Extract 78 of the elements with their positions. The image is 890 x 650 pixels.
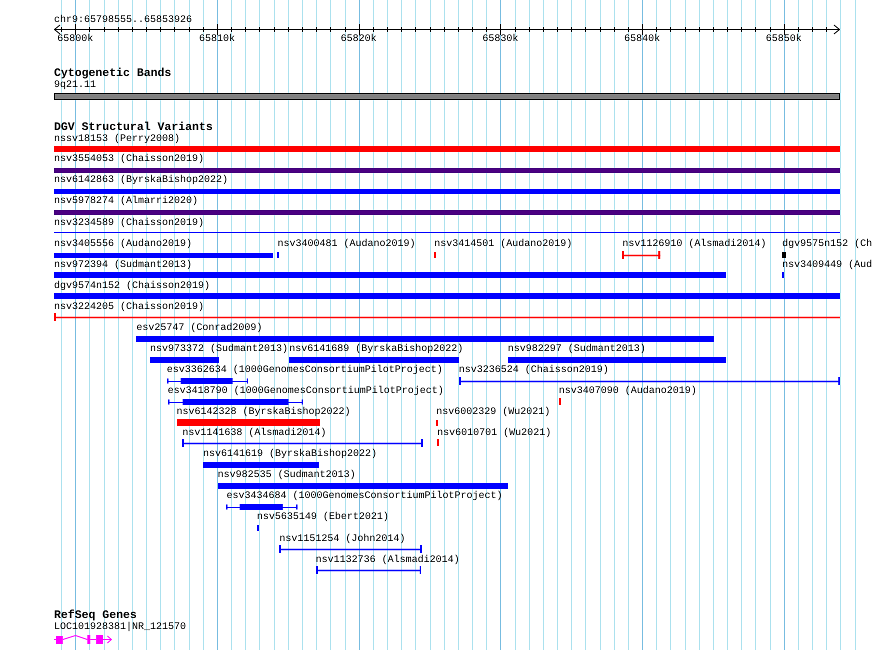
- track-heading: Cytogenetic Bands: [54, 68, 172, 80]
- variant-label: nsv1141638 (Alsmadi2014): [182, 428, 326, 440]
- variant-bar: [166, 377, 248, 385]
- variant-bar: [54, 146, 840, 152]
- variant-bar: [434, 252, 436, 258]
- variant-bar: [54, 168, 840, 173]
- variant-label: nssv18153 (Perry2008): [54, 134, 180, 146]
- variant-label: nsv3236524 (Chaisson2019): [458, 365, 609, 377]
- variant-label: nsv3400481 (Audano2019): [277, 239, 416, 251]
- variant-bar: [782, 272, 784, 278]
- variant-bar: [150, 357, 219, 363]
- variant-bar: [54, 253, 273, 258]
- variant-line: [279, 545, 422, 553]
- axis-tick-label: 65840k: [624, 34, 660, 46]
- variant-line: [316, 566, 422, 574]
- axis-tick-label: 65810k: [198, 34, 235, 46]
- variant-label: nsv1151254 (John2014): [279, 534, 406, 546]
- variant-label: nsv3224205 (Chaisson2019): [54, 302, 204, 314]
- variant-bar: [54, 272, 726, 278]
- variant-bar: [226, 503, 298, 511]
- variant-label: dgv9575n152 (Ch: [782, 239, 872, 251]
- variant-label: nsv982535 (Sudmant2013): [218, 470, 356, 482]
- variant-label: esv3418790 (1000GenomesConsortiumPilotProject): [168, 386, 444, 398]
- gene-label: LOC101928381|NR_121570: [54, 622, 186, 634]
- variant-bar: [54, 293, 840, 299]
- variant-label: nsv3405556 (Audano2019): [54, 239, 192, 251]
- variant-bar: [54, 189, 840, 194]
- variant-label: nsv3234589 (Chaisson2019): [54, 218, 204, 230]
- region-title: chr9:65798555..65853926: [54, 15, 192, 27]
- variant-label: nsv972394 (Sudmant2013): [54, 260, 192, 272]
- variant-label: nsv6010701 (Wu2021): [437, 428, 552, 440]
- variant-label: nsv3409449 (Aud: [782, 260, 872, 272]
- variant-bar: [218, 483, 508, 489]
- track-heading: RefSeq Genes: [54, 610, 137, 622]
- axis-tick-label: 65850k: [766, 34, 802, 46]
- variant-bar: [277, 252, 280, 258]
- variant-label: nsv6141619 (ByrskaBishop2022): [202, 449, 377, 461]
- variant-bar: [256, 525, 259, 531]
- variant-bar: [168, 398, 303, 406]
- variant-bar: [202, 462, 319, 468]
- variant-label: nsv3414501 (Audano2019): [434, 239, 572, 251]
- gene-model-drawing: [54, 633, 112, 645]
- variant-label: nsv982297 (Sudmant2013): [508, 344, 646, 356]
- variant-line: [54, 232, 840, 233]
- variant-label: nsv1132736 (Alsmadi2014): [316, 555, 460, 567]
- variant-line: [622, 251, 661, 259]
- variant-label: nsv3407090 (Audano2019): [558, 386, 697, 398]
- variant-bar: [136, 336, 714, 342]
- track-heading: DGV Structural Variants: [54, 122, 213, 134]
- axis-tick-label: 65800k: [57, 34, 94, 46]
- variant-line: [458, 377, 840, 385]
- variant-label: esv3362634 (1000GenomesConsortiumPilotProject): [166, 365, 443, 377]
- variant-label: nsv5978274 (Almarri2020): [54, 196, 198, 208]
- variant-label: nsv6142863 (ByrskaBishop2022): [54, 175, 228, 187]
- axis-tick-label: 65820k: [340, 34, 377, 46]
- band-label: 9q21.11: [54, 80, 96, 92]
- variant-label: esv3434684 (1000GenomesConsortiumPilotProject): [226, 491, 503, 503]
- cytoband-bar: [54, 93, 840, 100]
- axis-tick-label: 65830k: [482, 34, 518, 46]
- variant-line: [54, 313, 840, 321]
- variant-label: esv25747 (Conrad2009): [136, 323, 262, 335]
- variant-line: [182, 439, 424, 447]
- variant-bar: [508, 357, 726, 363]
- variant-bar: [54, 210, 840, 215]
- variant-label: nsv973372 (Sudmant2013): [150, 344, 288, 356]
- variant-bar: [436, 420, 438, 426]
- variant-label: nsv6141689 (ByrskaBishop2022): [289, 344, 464, 356]
- variant-bar: [176, 419, 320, 426]
- variant-label: nsv6142328 (ByrskaBishop2022): [176, 407, 351, 419]
- variant-label: dgv9574n152 (Chaisson2019): [54, 281, 210, 293]
- variant-bar: [558, 398, 561, 405]
- variant-label: nsv1126910 (Alsmadi2014): [622, 239, 766, 251]
- variant-label: nsv6002329 (Wu2021): [436, 407, 550, 419]
- variant-label: nsv3554053 (Chaisson2019): [54, 154, 204, 166]
- variant-label: nsv5635149 (Ebert2021): [256, 512, 389, 524]
- variant-bar: [289, 357, 459, 363]
- variant-bar: [437, 439, 440, 446]
- variant-bar: [782, 252, 786, 258]
